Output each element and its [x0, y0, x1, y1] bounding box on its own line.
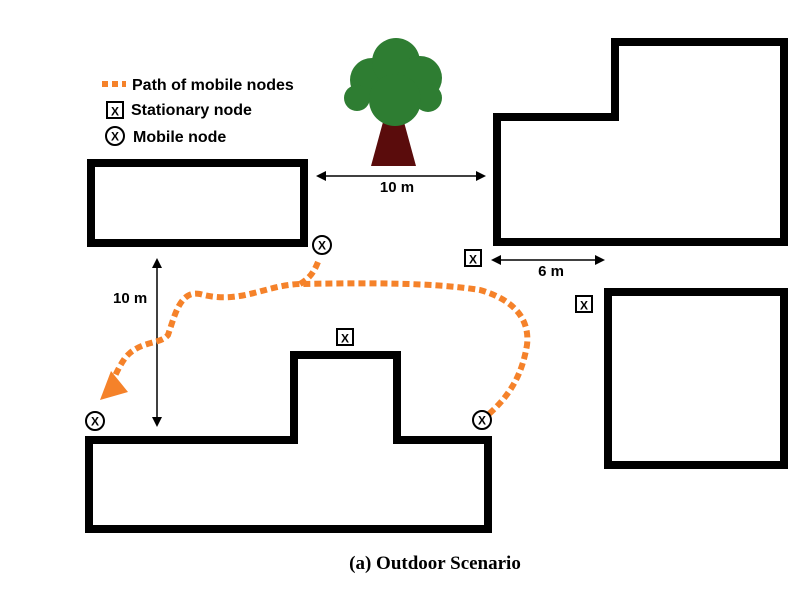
- svg-text:X: X: [111, 130, 119, 144]
- tree-canopy: [344, 38, 442, 126]
- figure-caption: (a) Outdoor Scenario: [349, 553, 521, 574]
- svg-text:X: X: [111, 105, 119, 119]
- tree-trunk: [371, 122, 416, 166]
- svg-text:X: X: [341, 332, 349, 346]
- stationary-node-icon: X: [336, 328, 354, 346]
- stationary-node-icon: X: [575, 295, 593, 313]
- stationary-node-icon: X: [464, 249, 482, 267]
- arrow-down-icon: [152, 417, 162, 427]
- building-top-right: [493, 38, 788, 246]
- svg-text:X: X: [478, 414, 486, 428]
- svg-text:X: X: [580, 299, 588, 313]
- legend-stationary-node-icon: X: [106, 101, 124, 119]
- arrow-right-icon: [595, 255, 605, 265]
- dimension-horizontal: 10 m: [316, 171, 486, 196]
- legend-path-label: Path of mobile nodes: [132, 77, 294, 94]
- buildings: [85, 38, 788, 533]
- building-bottom: [85, 351, 492, 533]
- vertical-gap-label: 10 m: [113, 290, 147, 307]
- svg-text:X: X: [91, 415, 99, 429]
- side-gap-label: 6 m: [538, 263, 564, 280]
- arrow-up-icon: [152, 258, 162, 268]
- mobile-nodes: X X X: [85, 235, 492, 431]
- horizontal-gap-label: 10 m: [380, 179, 414, 196]
- arrow-right-icon: [476, 171, 486, 181]
- legend-mobile-node-icon: X: [105, 126, 125, 146]
- arrow-left-icon: [491, 255, 501, 265]
- svg-text:X: X: [318, 239, 326, 253]
- building-top-left: [87, 159, 308, 247]
- svg-text:X: X: [469, 253, 477, 267]
- mobile-node-icon: X: [312, 235, 332, 255]
- arrow-left-icon: [316, 171, 326, 181]
- dimension-side: 6 m: [491, 255, 605, 280]
- legend-stationary-label: Stationary node: [131, 102, 252, 119]
- mobile-node-path: [100, 260, 531, 417]
- legend-mobile-label: Mobile node: [133, 129, 226, 146]
- mobile-node-icon: X: [472, 410, 492, 430]
- tree-icon: [344, 38, 442, 166]
- building-right: [604, 288, 788, 469]
- stationary-nodes: X X X: [336, 249, 593, 346]
- legend: Path of mobile nodes X Stationary node X…: [102, 77, 294, 146]
- mobile-node-icon: X: [85, 411, 105, 431]
- dimension-vertical: 10 m: [113, 258, 162, 427]
- arrow-head-icon: [100, 371, 128, 400]
